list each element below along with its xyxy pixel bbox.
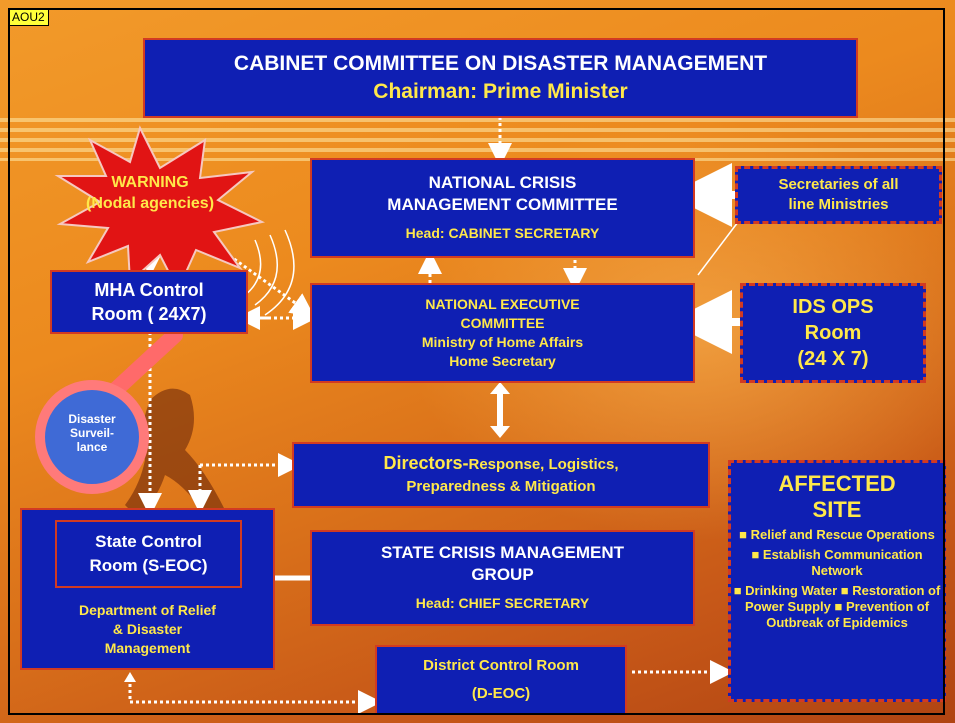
warning-line1: WARNING [111, 174, 189, 191]
surveillance-line2: Surveil- [69, 426, 114, 440]
mha-line2: Room ( 24X7) [91, 304, 207, 324]
nec-line1: NATIONAL EXECUTIVE [425, 296, 580, 312]
dept-line3: Management [104, 640, 191, 656]
nec-line4: Home Secretary [449, 353, 556, 369]
directors-rest: Response, Logistics, [468, 456, 619, 473]
dept-line2: & Disaster [112, 621, 183, 637]
directors-line2: Preparedness & Mitigation [406, 478, 596, 495]
nec-line3: Ministry of Home Affairs [421, 334, 584, 350]
mha-line1: MHA Control [94, 280, 204, 300]
affected-line1: AFFECTED [778, 471, 896, 496]
affected-bullet: ■ Relief and Rescue Operations [739, 527, 935, 542]
ncmc-box: NATIONAL CRISIS MANAGEMENT COMMITTEE Hea… [310, 158, 695, 258]
secretaries-line1: Secretaries of all [778, 176, 899, 193]
dept-line1: Department of Relief [79, 602, 216, 618]
signal-waves [244, 229, 295, 316]
connector-secretaries-nec [697, 221, 739, 276]
district-control-room-box: District Control Room (D-EOC) [375, 645, 627, 715]
state-control-room-box: State Control Room (S-EOC) [55, 520, 242, 588]
district-line2: (D-EOC) [471, 685, 531, 702]
nec-line2: COMMITTEE [460, 315, 545, 331]
ids-line2: Room [804, 322, 862, 344]
warning-line2: (Nodal agencies) [85, 195, 215, 212]
cabinet-chairman: Chairman: Prime Minister [373, 80, 628, 103]
affected-bullet: ■ Establish Communication Network [751, 547, 923, 578]
ncmc-line2: MANAGEMENT COMMITTEE [387, 195, 618, 214]
surveillance-line3: lance [76, 440, 108, 454]
cabinet-committee-box: CABINET COMMITTEE ON DISASTER MANAGEMENT… [143, 38, 858, 118]
warning-starburst [54, 125, 266, 293]
ids-line1: IDS OPS [792, 296, 874, 318]
secretaries-box: Secretaries of all line Ministries [735, 166, 942, 224]
scmg-head: Head: CHIEF SECRETARY [415, 595, 590, 611]
state-control-line2: Room (S-EOC) [89, 556, 208, 575]
directors-box: Directors-Response, Logistics, Preparedn… [292, 442, 710, 508]
district-line1: District Control Room [423, 657, 579, 674]
ncmc-line1: NATIONAL CRISIS [428, 173, 577, 192]
ids-ops-room-box: IDS OPS Room (24 X 7) [740, 283, 926, 383]
scmg-line2: GROUP [471, 565, 534, 584]
disaster-surveillance-label: Disaster Surveil- lance [42, 412, 142, 454]
affected-bullet: ■ Drinking Water ■ Restoration of Power … [733, 583, 941, 630]
affected-line2: SITE [812, 497, 862, 522]
directors-strong: Directors- [383, 453, 469, 473]
ids-line3: (24 X 7) [797, 348, 869, 370]
surveillance-line1: Disaster [68, 412, 116, 426]
scmg-line1: STATE CRISIS MANAGEMENT [380, 543, 625, 562]
connector-state-district [128, 678, 382, 714]
magnifier-ring [35, 380, 149, 494]
affected-bullets: ■ Relief and Rescue Operations ■ Establi… [731, 527, 943, 635]
scmg-box: STATE CRISIS MANAGEMENT GROUP Head: CHIE… [310, 530, 695, 626]
cabinet-title: CABINET COMMITTEE ON DISASTER MANAGEMENT [233, 52, 768, 75]
slide-tag: AOU2 [8, 8, 49, 26]
ncmc-head: Head: CABINET SECRETARY [405, 225, 600, 241]
mha-control-room-box: MHA Control Room ( 24X7) [50, 270, 248, 334]
warning-label: WARNING (Nodal agencies) [70, 172, 230, 214]
state-control-line1: State Control [95, 532, 202, 551]
directors-line1: Directors-Response, Logistics, [383, 452, 618, 476]
affected-site-box: AFFECTED SITE ■ Relief and Rescue Operat… [728, 460, 946, 702]
nec-box: NATIONAL EXECUTIVE COMMITTEE Ministry of… [310, 283, 695, 383]
magnifier-handle [102, 327, 183, 403]
secretaries-line2: line Ministries [788, 196, 889, 213]
